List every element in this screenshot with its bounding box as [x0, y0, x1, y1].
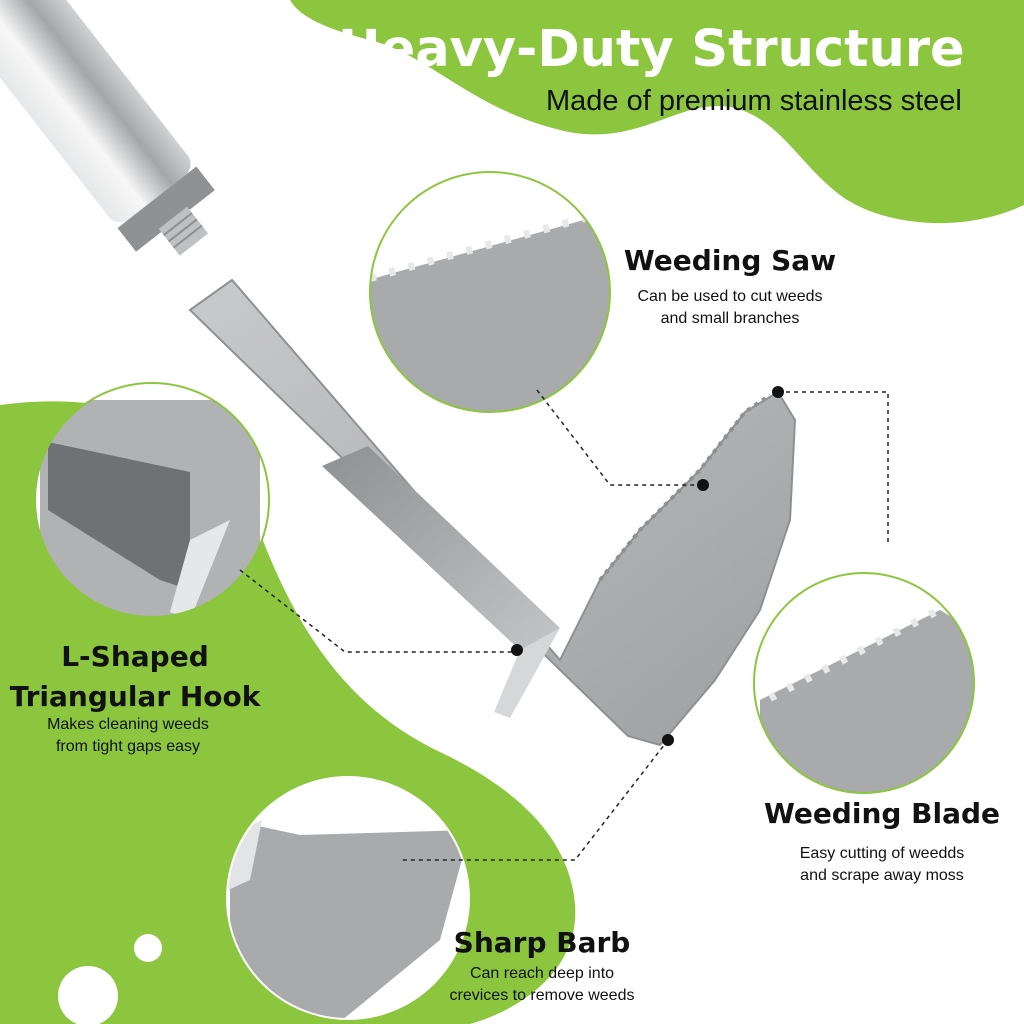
weeding-saw-title: Weeding Saw: [623, 244, 837, 277]
main-hook-barb: [494, 628, 560, 718]
main-hook-bar: [322, 446, 560, 652]
hook-title: L-Shaped Triangular Hook: [0, 637, 270, 717]
callout-hook: [35, 383, 269, 617]
hook-desc: Makes cleaning weeds from tight gaps eas…: [0, 714, 256, 758]
hook-desc-line2: from tight gaps easy: [55, 738, 201, 755]
sharp-barb-title: Sharp Barb: [453, 926, 631, 959]
weeding-blade-desc-line2: and scrape away moss: [800, 867, 964, 884]
decor-bubble-large: [58, 966, 118, 1024]
hook-title-line1: L-Shaped: [61, 640, 209, 673]
sharp-barb-desc-line1: Can reach deep into: [469, 965, 615, 982]
weeding-saw-desc: Can be used to cut weeds and small branc…: [590, 286, 870, 330]
decor-bubble-small: [134, 934, 162, 962]
headline: Heavy-Duty Structure: [338, 20, 965, 79]
sharp-barb-desc: Can reach deep into crevices to remove w…: [412, 963, 672, 1007]
hook-desc-line1: Makes cleaning weeds: [47, 716, 209, 733]
weeding-saw-desc-line1: Can be used to cut weeds: [637, 288, 823, 305]
callout-sharp-barb: [227, 777, 469, 1019]
tool-handle: [0, 0, 215, 256]
callout-weeding-saw: [370, 172, 610, 412]
weeding-blade-title: Weeding Blade: [763, 797, 1001, 830]
leader-dots: [511, 386, 784, 746]
leader-lines: [239, 389, 889, 861]
subheadline: Made of premium stainless steel: [546, 85, 962, 117]
top-green-blob: [290, 0, 1024, 224]
weeding-blade-desc-line1: Easy cutting of weedds: [799, 845, 965, 862]
hook-title-line2: Triangular Hook: [9, 680, 261, 713]
sharp-barb-desc-line2: crevices to remove weeds: [449, 987, 635, 1004]
weeding-saw-desc-line2: and small branches: [660, 310, 800, 327]
weeding-blade-desc: Easy cutting of weedds and scrape away m…: [752, 843, 1012, 887]
callout-weeding-blade: [754, 573, 974, 793]
